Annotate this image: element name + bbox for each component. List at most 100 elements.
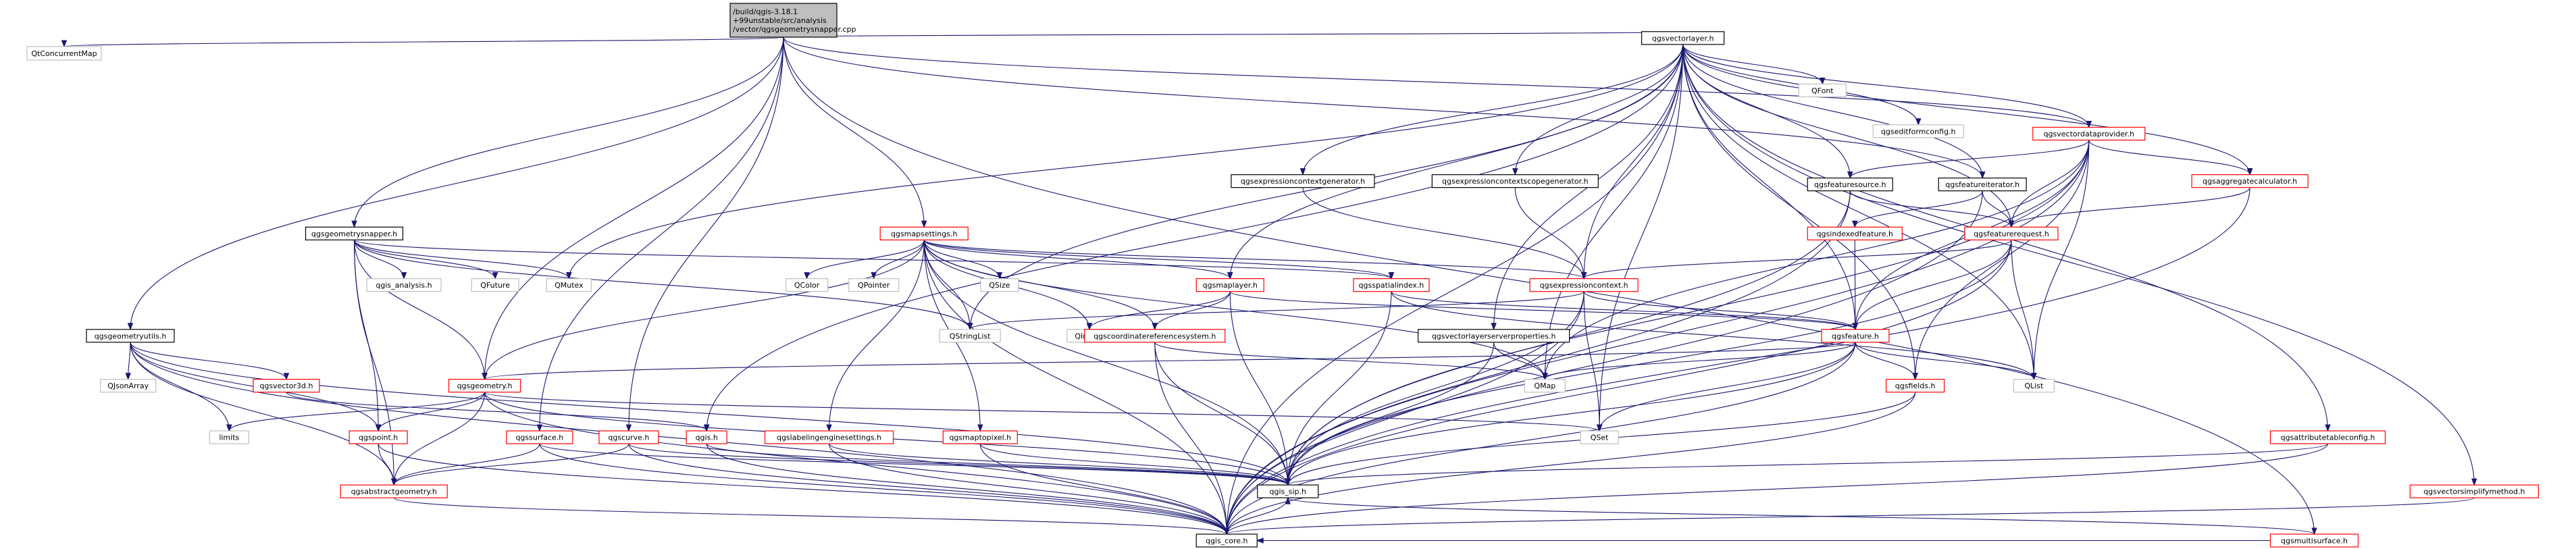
node-qjsonarray[interactable]: QJsonArray <box>100 379 157 393</box>
node-box <box>209 430 249 444</box>
node-qgsfields[interactable]: qgsfields.h <box>1886 379 1945 393</box>
node-qgsaggregatecalculator[interactable]: qgsaggregatecalculator.h <box>2191 174 2309 188</box>
node-label: qgsfeatureiterator.h <box>1945 180 2019 189</box>
node-label: qgsmaplayer.h <box>1203 281 1258 290</box>
node-label: qgsexpressioncontextscopegenerator.h <box>1442 177 1589 186</box>
edge-arrowhead <box>2031 373 2037 381</box>
edge-line <box>353 240 971 330</box>
node-qgsfeaturerequest[interactable]: qgsfeaturerequest.h <box>1964 226 2059 240</box>
edge-line <box>1226 190 1851 535</box>
edge-line <box>1226 44 1684 535</box>
node-qgsmaplayer[interactable]: qgsmaplayer.h <box>1195 278 1264 292</box>
node-limits[interactable]: limits <box>209 430 249 444</box>
edge-line <box>829 443 1289 486</box>
edge-qgsattributetableconfig-to-qgis_sip <box>1285 443 2329 486</box>
edge-line <box>2088 140 2250 175</box>
node-qgis[interactable]: qgis.h <box>686 430 727 444</box>
node-qgsabstractgeometry[interactable]: qgsabstractgeometry.h <box>340 484 448 498</box>
node-box <box>1641 31 1725 45</box>
node-qgscoordinatereferencesystem[interactable]: qgscoordinatereferencesystem.h <box>1084 329 1226 343</box>
node-box <box>471 278 519 292</box>
node-qgsmapsettings[interactable]: qgsmapsettings.h <box>879 226 969 240</box>
node-qmap[interactable]: QMap <box>1524 379 1566 393</box>
edge-line <box>1287 140 2090 486</box>
node-qlist[interactable]: QList <box>2013 379 2055 393</box>
node-qgsvectordataprovider[interactable]: qgsvectordataprovider.h <box>2032 126 2146 141</box>
edge-line <box>806 240 925 279</box>
edge-line <box>353 240 394 486</box>
edge-line <box>1682 44 1916 380</box>
edge-qgsvectorsimplifymethod-to-qgis_core <box>1224 497 2475 535</box>
node-qgsmaptopixel[interactable]: qgsmaptopixel.h <box>942 430 1018 444</box>
edge-line <box>1915 140 2090 380</box>
node-qgsexpressioncontext[interactable]: qgsexpressioncontext.h <box>1529 278 1639 292</box>
node-qgssurface[interactable]: qgssurface.h <box>506 430 573 444</box>
node-qgsvectorsimplifymethod[interactable]: qgsvectorsimplifymethod.h <box>2409 484 2539 498</box>
node-qset[interactable]: QSet <box>1580 430 1619 444</box>
node-box <box>1886 379 1945 393</box>
edge-line <box>1682 44 1983 178</box>
edge-line <box>286 392 707 432</box>
node-qfont[interactable]: QFont <box>1798 83 1847 98</box>
edge-qgsexpressioncontextscopegenerator-to-qgsexpressioncontext <box>1514 187 1587 280</box>
edge-line <box>1682 44 2475 486</box>
node-qgsfeaturesource[interactable]: qgsfeaturesource.h <box>1807 178 1893 192</box>
node-qgsfeature[interactable]: qgsfeature.h <box>1821 329 1890 343</box>
node-qgslabelingenginesettings[interactable]: qgslabelingenginesettings.h <box>764 430 894 444</box>
edge-root-to-qgssurface <box>536 36 784 432</box>
node-label: QMutex <box>555 281 584 290</box>
node-qgsindexedfeature[interactable]: qgsindexedfeature.h <box>1807 226 1903 240</box>
node-qcolor[interactable]: QColor <box>785 278 829 292</box>
edge-line <box>1154 342 1227 535</box>
node-qfuture[interactable]: QFuture <box>471 278 519 292</box>
edge-line <box>130 342 1289 486</box>
node-qgspoint[interactable]: qgspoint.h <box>349 430 408 444</box>
node-qgsvectorlayer[interactable]: qgsvectorlayer.h <box>1641 31 1725 45</box>
edge-arrowhead <box>1580 272 1587 280</box>
edge-qgis-to-qgis_sip <box>706 443 1291 486</box>
edge-qgsfeaturerequest-to-qgsexpressioncontext <box>1580 239 2012 280</box>
edge-line <box>353 240 496 279</box>
node-label: qgsspatialindex.h <box>1359 281 1424 290</box>
edge-qgsgeometrysnapper-to-qfuture <box>353 240 498 280</box>
node-label: QSize <box>989 281 1010 290</box>
node-qmutex[interactable]: QMutex <box>546 278 592 292</box>
node-label: QPointer <box>858 281 890 290</box>
node-qgsgeometryutils[interactable]: qgsgeometryutils.h <box>86 329 175 343</box>
node-qsize[interactable]: QSize <box>980 278 1019 292</box>
node-qgis_sip[interactable]: qgis_sip.h <box>1257 484 1319 498</box>
node-qgsexpressioncontextgenerator[interactable]: qgsexpressioncontextgenerator.h <box>1231 174 1375 188</box>
node-qgsmultisurface[interactable]: qgsmultisurface.h <box>2269 533 2359 548</box>
edge-line <box>539 444 1227 535</box>
node-qstringlist[interactable]: QStringList <box>939 329 1001 343</box>
node-label: qgslabelingenginesettings.h <box>777 434 881 442</box>
node-qgsattributetableconfig[interactable]: qgsattributetableconfig.h <box>2269 430 2386 444</box>
edge-arrowhead <box>401 272 407 280</box>
node-qgsgeometrysnapper[interactable]: qgsgeometrysnapper.h <box>305 226 404 240</box>
node-qgsspatialindex[interactable]: qgsspatialindex.h <box>1353 278 1430 292</box>
edge-line <box>1287 291 1392 486</box>
node-qgsvector3d[interactable]: qgsvector3d.h <box>253 379 320 393</box>
node-qgis_analysis[interactable]: qgis_analysis.h <box>366 278 442 292</box>
node-qgseditformconfig[interactable]: qgseditformconfig.h <box>1872 124 1964 138</box>
edge-line <box>923 240 1000 279</box>
edge-line <box>979 443 1289 486</box>
node-qgsvectorlayerserverproperties[interactable]: qgsvectorlayerserverproperties.h <box>1418 329 1570 343</box>
node-box <box>1964 226 2059 240</box>
edge-line <box>1226 140 2090 535</box>
edge-line <box>1583 291 1856 330</box>
edge-line <box>923 240 1289 486</box>
node-qgis_core[interactable]: qgis_core.h <box>1195 533 1258 548</box>
node-qgsexpressioncontextscopegenerator[interactable]: qgsexpressioncontextscopegenerator.h <box>1431 174 1599 188</box>
node-box <box>785 278 829 292</box>
node-qtconcurrentmap[interactable]: QtConcurrentMap <box>26 46 102 61</box>
node-label: qgsmultisurface.h <box>2281 537 2348 546</box>
node-qgscurve[interactable]: qgscurve.h <box>598 430 659 444</box>
edge-qgsvectorlayerserverproperties-to-qgis_sip <box>1285 342 1495 486</box>
edge-line <box>539 36 784 432</box>
node-qgsgeometry[interactable]: qgsgeometry.h <box>448 379 521 393</box>
node-qpointer[interactable]: QPointer <box>848 278 900 292</box>
node-qgsfeatureiterator[interactable]: qgsfeatureiterator.h <box>1938 178 2027 192</box>
edge-line <box>923 240 971 330</box>
node-box <box>848 278 900 292</box>
